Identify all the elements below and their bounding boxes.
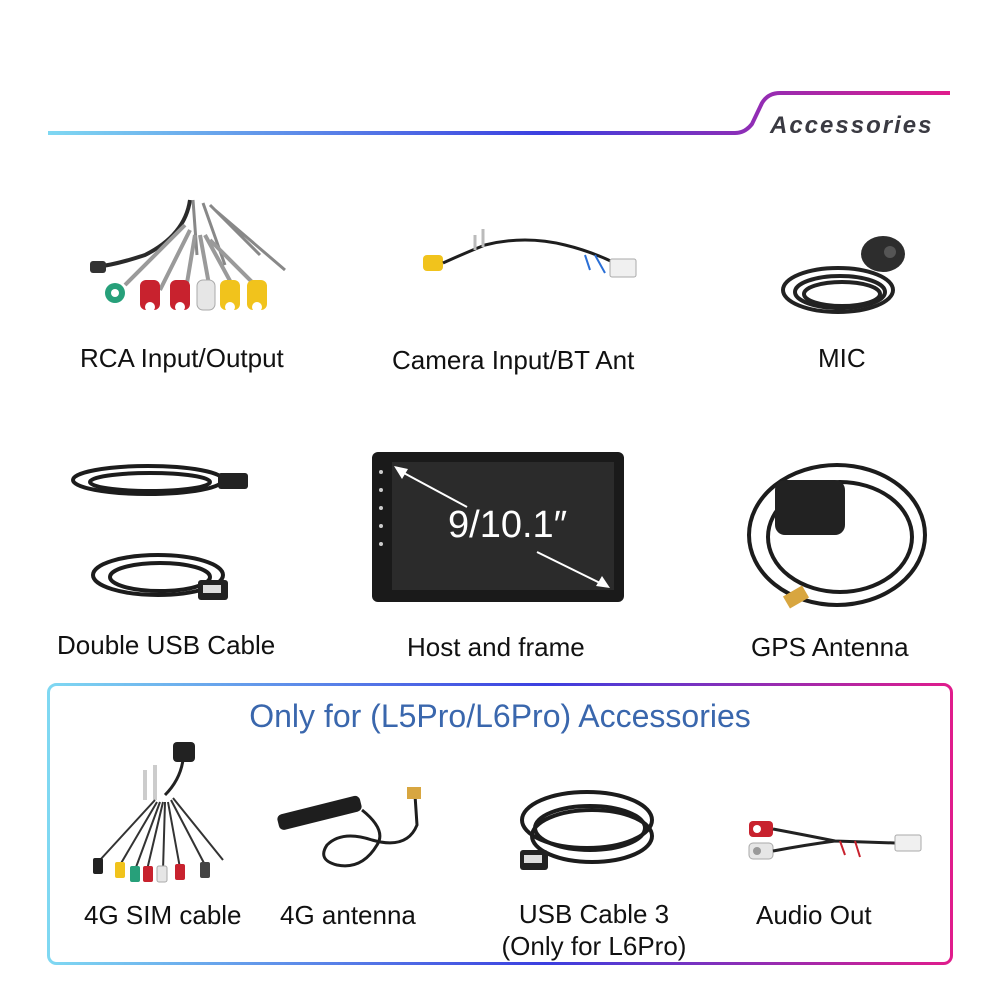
item-label-mic: MIC [818, 343, 866, 373]
audio-out-image [748, 821, 922, 860]
pro-item-label-antenna: 4G antenna [280, 900, 416, 930]
pro-accessories-section [47, 683, 953, 965]
item-label-usb: Double USB Cable [57, 630, 276, 660]
item-label-rca: RCA Input/Output [80, 343, 284, 373]
camera-cable-image [423, 229, 637, 278]
pro-section-title: Only for (L5Pro/L6Pro) Accessories [249, 698, 751, 734]
section-border [47, 683, 953, 965]
pro-item-label-sim: 4G SIM cable [84, 900, 242, 930]
gps-antenna-image [747, 463, 927, 609]
usb3-label-line1: USB Cable 3 [518, 899, 670, 929]
page-title: Accessories [770, 112, 934, 139]
screen-size-label: 9/10.1″ [448, 504, 568, 546]
header-accent-line [48, 91, 950, 135]
head-unit-image [372, 452, 624, 602]
rca-cable-image [90, 199, 286, 312]
usb-cable-3-image [520, 790, 654, 870]
4g-sim-cable-image [93, 742, 224, 883]
item-label-gps: GPS Antenna [751, 632, 909, 662]
pro-item-label-usb3: USB Cable 3 (Only for L6Pro) [496, 898, 692, 962]
4g-antenna-image [277, 787, 421, 868]
item-label-camera: Camera Input/BT Ant [392, 345, 635, 375]
usb3-label-line2: (Only for L6Pro) [501, 931, 687, 961]
mic-image [781, 236, 905, 314]
item-label-host: Host and frame [407, 632, 585, 662]
usb-cable-image [71, 464, 248, 600]
pro-item-label-audio: Audio Out [756, 900, 872, 930]
